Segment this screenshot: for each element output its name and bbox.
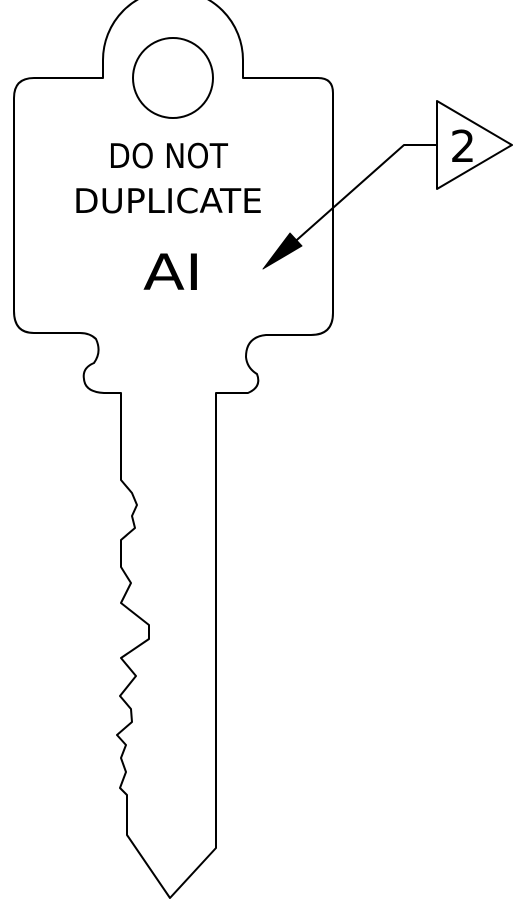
key-code: AI (143, 244, 203, 302)
tag-line-1: DO NOT (108, 137, 228, 177)
key-outline (13, 0, 334, 899)
leader-arrowhead (262, 232, 303, 270)
keyring-hole (132, 37, 214, 119)
leader-line (271, 144, 438, 263)
callout-number: 2 (449, 122, 477, 173)
callout-triangle (436, 100, 513, 190)
tag-line-2: DUPLICATE (73, 182, 263, 222)
